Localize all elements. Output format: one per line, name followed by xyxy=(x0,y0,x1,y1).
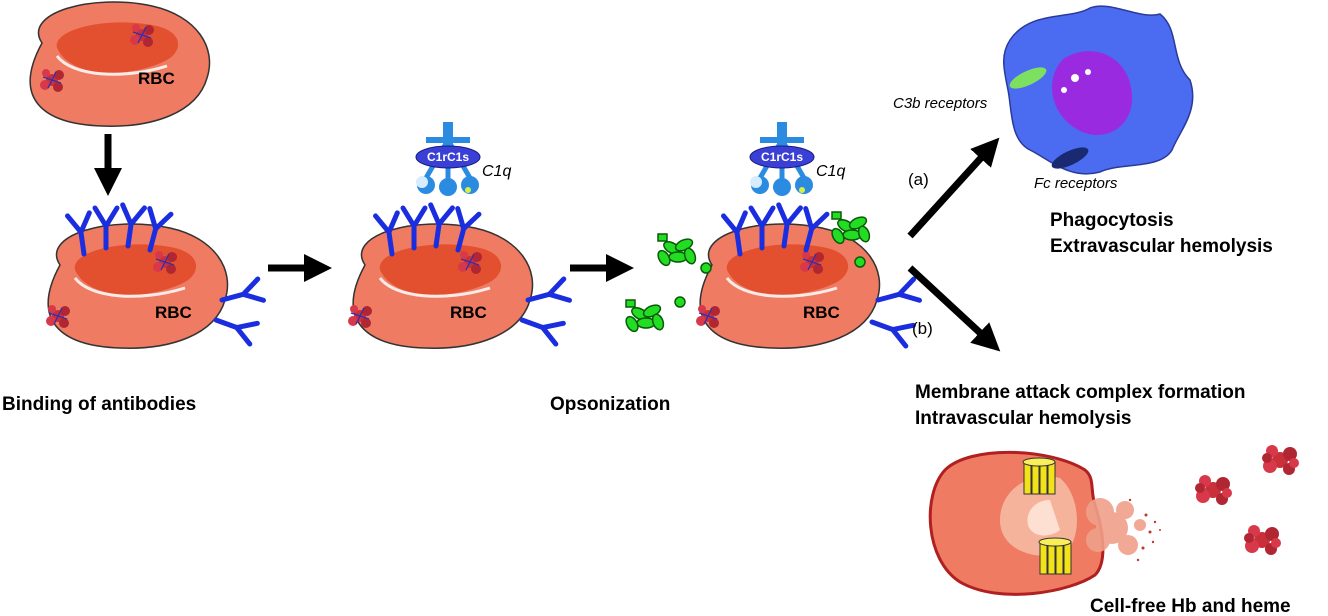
rbc-icon xyxy=(28,0,212,128)
c1rc1s-icon xyxy=(415,145,481,169)
mac-formation-label: Membrane attack complex formation xyxy=(915,382,1245,403)
c1rc1s-label: C1rC1s xyxy=(427,150,469,164)
step-binding-label: Binding of antibodies xyxy=(2,394,196,415)
lysed-rbc-icon xyxy=(928,450,1161,596)
macrophage-icon xyxy=(1003,5,1194,175)
intravascular-label: Intravascular hemolysis xyxy=(915,408,1132,429)
c1rc1s-label: C1rC1s xyxy=(761,150,803,164)
rbc-icon xyxy=(46,222,230,350)
hemoglobin-icon xyxy=(1195,445,1299,555)
rbc-label: RBC xyxy=(138,69,175,88)
extravascular-label: Extravascular hemolysis xyxy=(1050,236,1273,257)
c1q-label: C1q xyxy=(816,163,845,180)
step-opsonization-label: Opsonization xyxy=(550,394,670,415)
fc-receptors-label: Fc receptors xyxy=(1034,175,1118,192)
cell-free-label: Cell-free Hb and heme xyxy=(1090,596,1291,616)
c1q-label: C1q xyxy=(482,163,511,180)
rbc-icon xyxy=(698,222,882,350)
complement-icon xyxy=(622,211,873,335)
c3b-receptors-label: C3b receptors xyxy=(893,95,988,112)
arrow-icon xyxy=(907,137,1000,239)
rbc-icon xyxy=(351,222,535,350)
c1rc1s-icon xyxy=(749,145,815,169)
phagocytosis-label: Phagocytosis xyxy=(1050,210,1174,231)
rbc-label: RBC xyxy=(450,303,487,322)
rbc-label: RBC xyxy=(155,303,192,322)
path-b-label: (b) xyxy=(912,319,933,338)
path-a-label: (a) xyxy=(908,170,929,189)
rbc-label: RBC xyxy=(803,303,840,322)
arrow-icon xyxy=(907,265,1001,352)
